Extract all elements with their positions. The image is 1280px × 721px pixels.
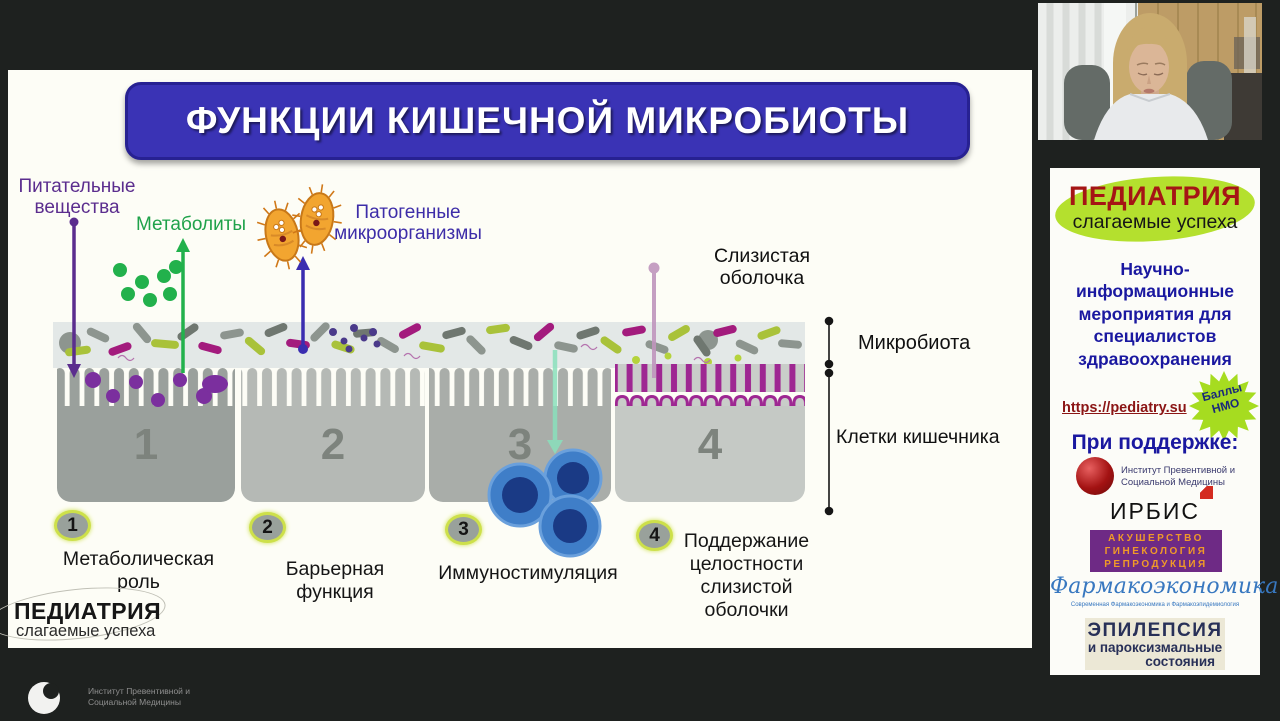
metabolite-dots — [113, 260, 183, 307]
epithelium-block-4-mucosa — [615, 364, 805, 502]
function-label-2: Барьерная функция — [285, 558, 385, 603]
gut-cells-label: Клетки кишечника — [836, 426, 1000, 448]
banner-brand: ПЕДИАТРИЯ — [1068, 181, 1242, 211]
epilepsy-line2: и пароксизмальные — [1087, 640, 1223, 655]
banner-tagline: слагаемые успеха — [1072, 211, 1238, 233]
metabolite-arrow — [176, 238, 190, 373]
mucosa-pointer-line — [648, 262, 660, 378]
immunostimulation-arrow — [547, 350, 563, 454]
pediatry-link[interactable]: https://pediatry.su — [1062, 400, 1187, 416]
ipsm-logo-icon — [1076, 457, 1114, 495]
partner-agr-logo: АКУШЕРСТВО ГИНЕКОЛОГИЯ РЕПРОДУКЦИЯ — [1090, 530, 1222, 572]
footer-organization: Институт Превентивной и Социальной Медиц… — [88, 686, 191, 708]
pathogen-barrier-arrow — [296, 256, 310, 354]
ipsm-label: Институт Превентивной и Социальной Медиц… — [1121, 465, 1236, 489]
mucosa-label: Слизистая оболочка — [713, 245, 811, 289]
absorbed-nutrient-dots — [85, 372, 228, 407]
nutrients-label: Питательные вещества — [18, 176, 136, 219]
epithelium-block-2 — [241, 368, 425, 502]
agr-line3: РЕПРОДУКЦИЯ — [1104, 558, 1208, 570]
gut-cells-bracket — [824, 368, 834, 516]
gut-microbiota-diagram — [53, 179, 834, 558]
microbiota-bracket — [824, 316, 834, 369]
irbis-label: ИРБИС — [1109, 498, 1201, 524]
partner-pharma-logo: Фармакоэкономика — [1050, 574, 1279, 599]
epithelium-block-1 — [57, 368, 235, 502]
banner-description: Научно-информационные мероприятия для сп… — [1075, 259, 1235, 369]
nutrient-arrow — [67, 217, 81, 378]
event-banner: ПЕДИАТРИЯ слагаемые успеха Научно-информ… — [1050, 168, 1279, 675]
function-label-4: Поддержание целостности слизистой оболоч… — [683, 530, 810, 621]
support-heading: При поддержке: — [1071, 431, 1239, 454]
function-badge-2: 2 — [249, 512, 286, 543]
section-number-4: 4 — [697, 420, 723, 469]
partner-pharma-subtitle: Современная Фармакоэкономика и Фармакоэп… — [1070, 602, 1240, 608]
section-number-3: 3 — [507, 420, 533, 469]
slide-logo-tagline: слагаемые успеха — [16, 622, 156, 640]
irbis-logo-icon — [1200, 486, 1213, 499]
function-label-1: Метаболическая роль — [62, 548, 215, 593]
epilepsy-line1: ЭПИЛЕПСИЯ — [1087, 620, 1223, 641]
section-number-2: 2 — [320, 420, 346, 469]
function-label-3: Иммуностимуляция — [438, 562, 618, 584]
slide-title-banner: ФУНКЦИИ КИШЕЧНОЙ МИКРОБИОТЫ — [125, 82, 970, 160]
agr-line2: ГИНЕКОЛОГИЯ — [1104, 545, 1208, 557]
epilepsy-line3: состояния — [1145, 654, 1215, 669]
function-badge-4: 4 — [636, 520, 673, 551]
pathogens-label: Патогенные микроорганизмы — [334, 202, 482, 245]
function-badge-1: 1 — [54, 510, 91, 541]
immune-cells-icon — [487, 448, 603, 558]
section-number-1: 1 — [133, 420, 159, 469]
partner-epilepsy-logo: ЭПИЛЕПСИЯ и пароксизмальные состояния — [1085, 618, 1225, 670]
nmo-badge: Баллы НМО — [1188, 370, 1260, 442]
presentation-slide: ФУНКЦИИ КИШЕЧНОЙ МИКРОБИОТЫ — [0, 70, 1032, 649]
presenter-illustration — [1038, 3, 1262, 140]
microbiota-band — [53, 322, 805, 368]
slide-title: ФУНКЦИИ КИШЕЧНОЙ МИКРОБИОТЫ — [185, 100, 910, 141]
microbiota-label: Микробиота — [858, 332, 971, 354]
webcam-video[interactable] — [1038, 3, 1262, 140]
starburst-icon — [1189, 371, 1259, 441]
footer-logo-icon — [26, 680, 62, 716]
function-badge-3: 3 — [445, 514, 482, 545]
slide-logo-brand: ПЕДИАТРИЯ — [14, 598, 162, 624]
agr-line1: АКУШЕРСТВО — [1108, 532, 1204, 544]
metabolites-label: Метаболиты — [135, 214, 247, 235]
